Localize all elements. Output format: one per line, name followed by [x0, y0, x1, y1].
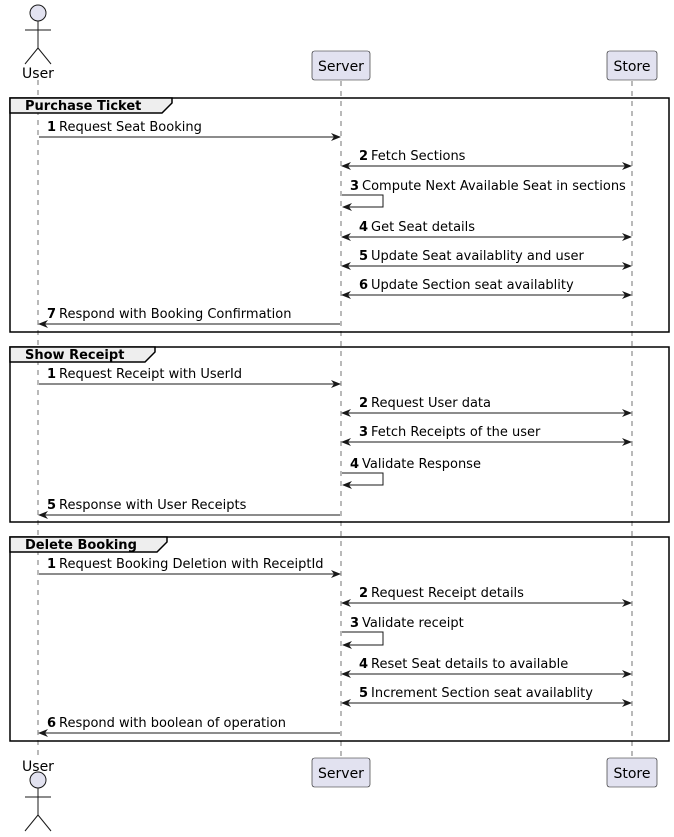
group-1-message-3-number: 3 — [350, 179, 359, 194]
user-actor-top-figure — [24, 4, 52, 65]
group-1-message-5-label: Update Seat availablity and user — [371, 249, 584, 264]
group-3-message-4-number: 4 — [359, 657, 368, 672]
group-1-message-3-self-arrow — [342, 194, 384, 211]
group-2-title: Show Receipt — [25, 348, 124, 363]
group-3-message-3-label: Validate receipt — [362, 616, 464, 631]
group-2-message-5-label: Response with User Receipts — [59, 498, 247, 513]
group-3-title-tab — [9, 536, 168, 553]
group-2-message-5-number: 5 — [47, 498, 56, 513]
group-2-message-4-self-arrow — [342, 472, 384, 489]
group-1-message-5-number: 5 — [359, 249, 368, 264]
actor-head — [29, 4, 47, 22]
group-1-frame — [9, 97, 670, 333]
group-1-message-6-number: 6 — [359, 278, 368, 293]
actor-right-leg — [37, 814, 52, 832]
actor-left-leg — [24, 814, 39, 832]
group-2-message-1-number: 1 — [47, 367, 56, 382]
actor-right-leg — [37, 47, 52, 65]
group-1-message-2-label: Fetch Sections — [371, 149, 466, 164]
group-2-message-4-number: 4 — [350, 457, 359, 472]
group-3-message-6-label: Respond with boolean of operation — [59, 716, 286, 731]
server-participant-bottom-label: Server — [318, 766, 364, 782]
group-1-message-7-number: 7 — [47, 307, 56, 322]
group-1-message-4-number: 4 — [359, 220, 368, 235]
group-2-message-3-label: Fetch Receipts of the user — [371, 425, 541, 440]
group-3-message-1-label: Request Booking Deletion with ReceiptId — [59, 557, 324, 572]
group-1-message-3-label: Compute Next Available Seat in sections — [362, 179, 626, 194]
group-1-title-tab — [9, 97, 173, 114]
group-3-message-5-number: 5 — [359, 686, 368, 701]
group-2-title-tab — [9, 346, 156, 363]
group-1-message-6-label: Update Section seat availablity — [371, 278, 574, 293]
user-actor-top-label: User — [22, 66, 54, 82]
store-participant-bottom-label: Store — [613, 766, 650, 782]
user-actor-bottom-label: User — [22, 759, 54, 775]
group-1-title: Purchase Ticket — [25, 99, 141, 114]
store-participant-top-label: Store — [613, 59, 650, 75]
group-1-message-1-number: 1 — [47, 120, 56, 135]
group-1-message-1-label: Request Seat Booking — [59, 120, 202, 135]
group-3-message-1-number: 1 — [47, 557, 56, 572]
server-participant-bottom-box — [311, 757, 371, 788]
group-2-message-1-label: Request Receipt with UserId — [59, 367, 242, 382]
group-3-message-5-label: Increment Section seat availablity — [371, 686, 593, 701]
group-1-message-7-label: Respond with Booking Confirmation — [59, 307, 291, 322]
group-2-message-4-label: Validate Response — [362, 457, 481, 472]
group-3-message-4-label: Reset Seat details to available — [371, 657, 568, 672]
group-2-frame — [9, 346, 670, 523]
group-3-message-2-label: Request Receipt details — [371, 586, 524, 601]
store-participant-bottom-box — [606, 757, 658, 788]
group-1-message-2-number: 2 — [359, 149, 368, 164]
group-3-message-3-number: 3 — [350, 616, 359, 631]
group-2-message-2-number: 2 — [359, 396, 368, 411]
group-3-message-2-number: 2 — [359, 586, 368, 601]
group-1-message-4-label: Get Seat details — [371, 220, 475, 235]
group-2-message-2-label: Request User data — [371, 396, 491, 411]
group-3-frame — [9, 536, 670, 742]
group-3-message-6-number: 6 — [47, 716, 56, 731]
user-actor-bottom-figure — [24, 771, 52, 832]
actor-head — [29, 771, 47, 789]
actor-left-leg — [24, 47, 39, 65]
group-3-message-3-self-arrow — [342, 631, 384, 649]
group-2-message-3-number: 3 — [359, 425, 368, 440]
store-participant-top-box — [606, 50, 658, 81]
group-3-title: Delete Booking — [25, 538, 137, 553]
server-participant-top-label: Server — [318, 59, 364, 75]
server-participant-top-box — [311, 50, 371, 81]
